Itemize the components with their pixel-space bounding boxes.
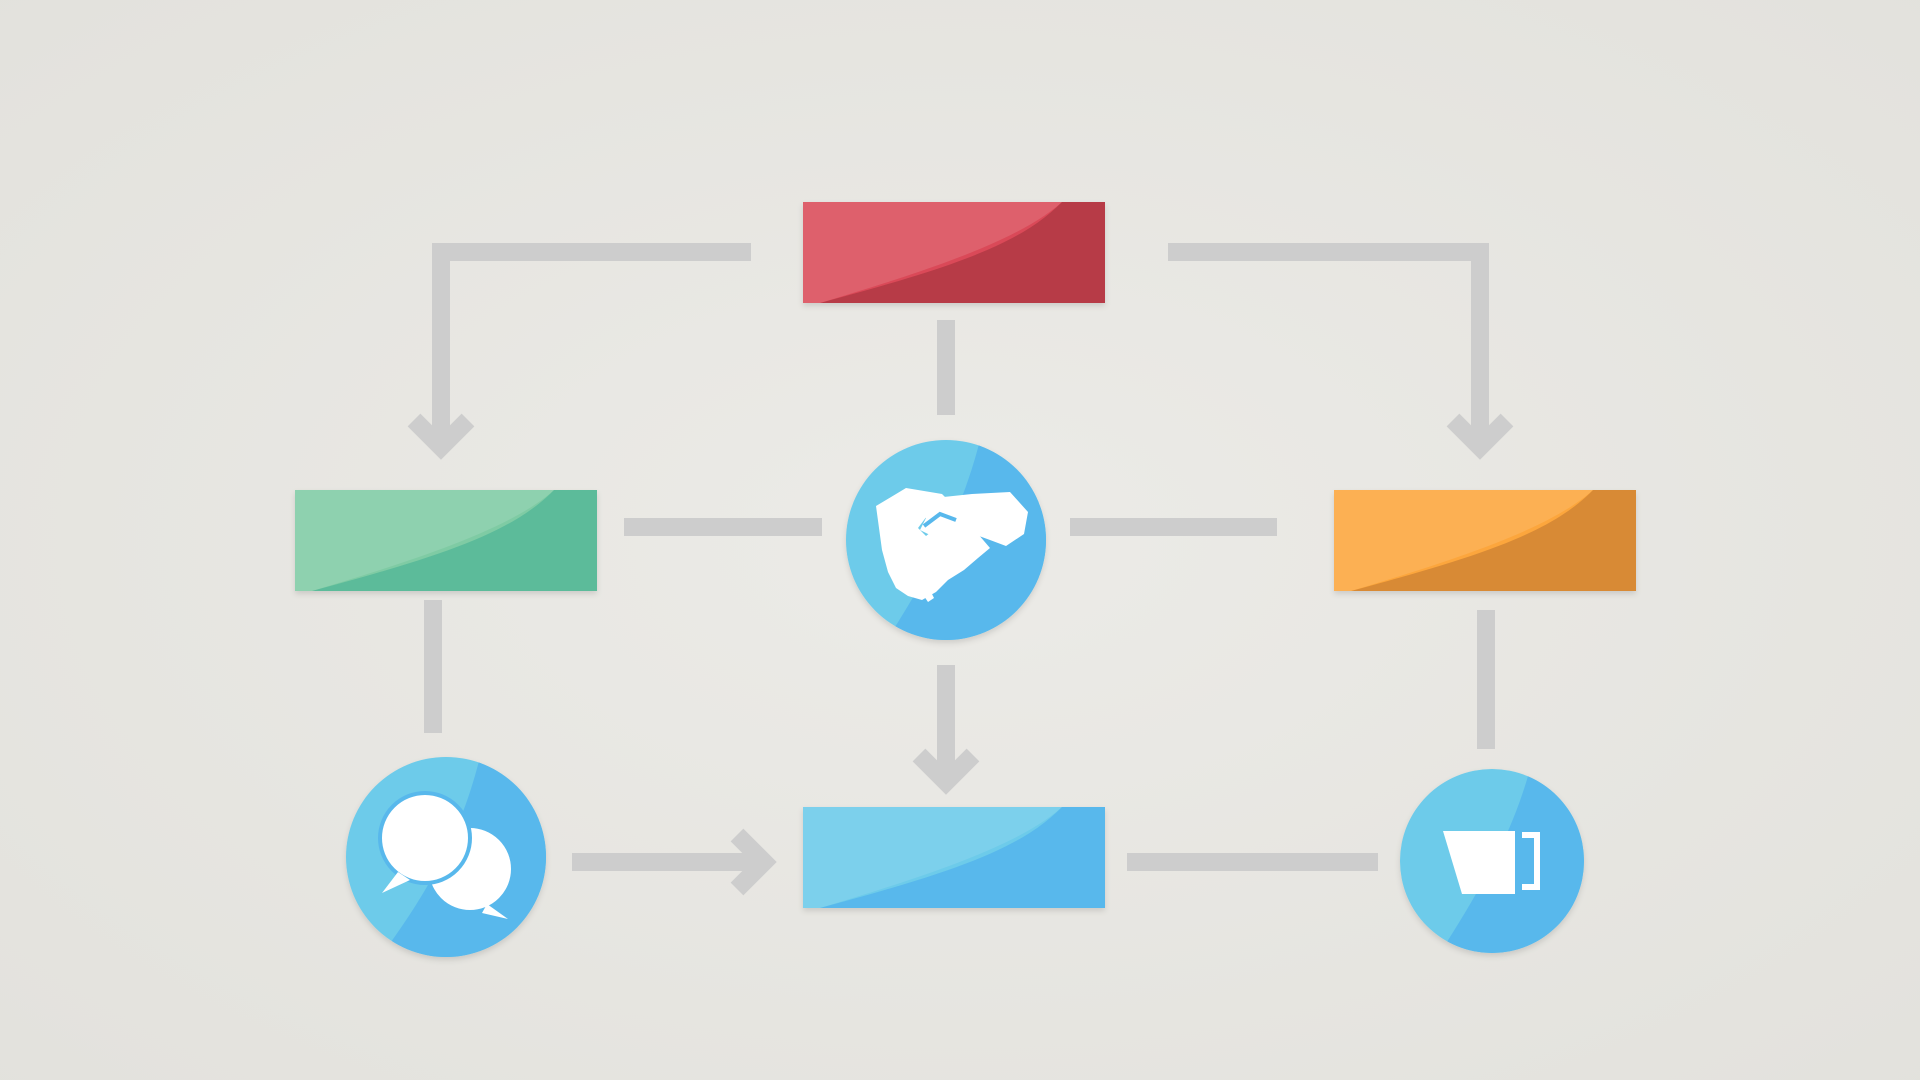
top-box [803, 202, 1105, 303]
right-box-gloss [1334, 490, 1593, 591]
arrowhead-right-box [1446, 413, 1514, 460]
coffee-cup-icon [1443, 831, 1540, 894]
connectors [407, 243, 1514, 896]
chat-bubbles-icon [378, 791, 515, 919]
bottom-box-gloss [803, 807, 1062, 908]
left-box-gloss [295, 490, 554, 591]
arrowhead-bottom-box-top [912, 748, 980, 795]
handshake-icon [876, 488, 1028, 602]
left-box [295, 490, 597, 591]
arrowhead-left-box [407, 413, 475, 460]
connector-top-to-left [432, 243, 751, 440]
connector-top-to-right [1168, 243, 1489, 440]
right-box [1334, 490, 1636, 591]
arrowhead-bottom-box-left [730, 828, 777, 896]
top-box-gloss [803, 202, 1062, 303]
bottom-box [803, 807, 1105, 908]
